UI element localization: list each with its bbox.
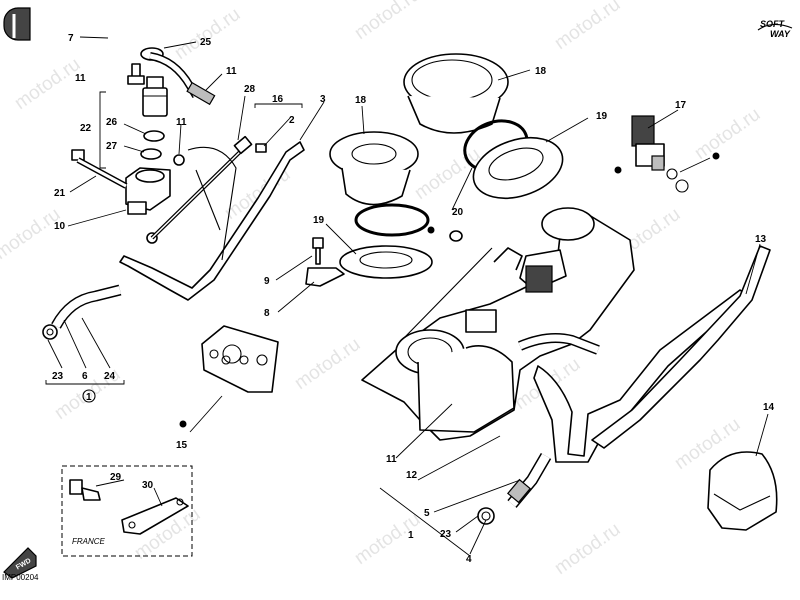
callout-19: 19 xyxy=(313,215,325,226)
callout-18: 18 xyxy=(355,95,367,106)
callout-7: 7 xyxy=(68,33,74,44)
callout-6: 6 xyxy=(82,371,88,382)
note-bullet xyxy=(712,152,720,160)
watermark: motod.ru xyxy=(11,54,84,114)
lower-frame xyxy=(533,289,749,463)
callout-24: 24 xyxy=(104,371,116,382)
callout-27: 27 xyxy=(106,141,118,152)
callout-25: 25 xyxy=(200,37,212,48)
watermark: motod.ru xyxy=(551,0,624,54)
watermark: motod.ru xyxy=(691,104,764,164)
callout-21: 21 xyxy=(54,188,66,199)
callout-28: 28 xyxy=(244,84,256,95)
drawing-code: IMP00204 xyxy=(2,573,39,582)
leader-lines xyxy=(47,36,769,555)
callout-17: 17 xyxy=(675,100,687,111)
callout-14: 14 xyxy=(763,402,775,413)
france-variant-box: FRANCE xyxy=(61,465,193,557)
callout-23: 23 xyxy=(52,371,64,382)
injector-17 xyxy=(631,115,689,193)
callout-13: 13 xyxy=(755,234,767,245)
callout-2: 2 xyxy=(289,115,295,126)
sensor-unit xyxy=(71,149,171,215)
intake-funnel-right xyxy=(403,53,509,134)
watermark: motod.ru xyxy=(351,0,424,44)
forward-badge: FWD xyxy=(3,547,37,579)
callout-23: 23 xyxy=(440,529,452,540)
watermark: motod.ru xyxy=(0,204,64,264)
callout-30: 30 xyxy=(142,480,154,491)
callout-19: 19 xyxy=(596,111,608,122)
group-brackets: 1 xyxy=(45,91,471,557)
callout-18: 18 xyxy=(535,66,547,77)
frame-member-13 xyxy=(591,245,771,449)
callout-22: 22 xyxy=(80,123,92,134)
note-bullet xyxy=(614,166,622,174)
callout-20: 20 xyxy=(452,207,464,218)
note-bullet xyxy=(179,420,187,428)
callout-16: 16 xyxy=(272,94,284,105)
support-bracket xyxy=(119,141,305,301)
callout-1: 1 xyxy=(408,530,414,541)
corner-mark xyxy=(3,7,31,41)
pipe-5 xyxy=(477,452,552,525)
note-bullets xyxy=(179,152,720,428)
callout-9: 9 xyxy=(264,276,270,287)
screw-and-clip xyxy=(305,237,345,287)
note-circle xyxy=(82,389,96,403)
breather-hose-group xyxy=(105,20,216,106)
logo-line-2: WAY xyxy=(770,29,791,39)
gaskets-19 xyxy=(339,137,564,279)
softway-logo: SOFT WAY xyxy=(757,19,793,39)
note-bullet xyxy=(427,226,435,234)
throttle-body xyxy=(361,207,635,441)
valve-assembly xyxy=(140,76,168,160)
callout-26: 26 xyxy=(106,117,118,128)
callout-10: 10 xyxy=(54,221,66,232)
note-circle-label: 1 xyxy=(86,392,92,403)
hose-24 xyxy=(42,284,122,340)
cover-14 xyxy=(707,451,778,531)
throttle-rod xyxy=(146,135,267,244)
callout-labels: 7 25 11 11 22 26 27 11 28 16 2 3 21 10 1… xyxy=(52,33,775,565)
callout-11: 11 xyxy=(75,73,86,84)
callout-8: 8 xyxy=(264,308,270,319)
callout-5: 5 xyxy=(424,508,430,519)
callout-12: 12 xyxy=(406,470,418,481)
callout-4: 4 xyxy=(466,554,472,565)
gasket-plate-15 xyxy=(201,325,279,393)
callout-29: 29 xyxy=(110,472,122,483)
callout-11: 11 xyxy=(226,66,237,77)
callout-3: 3 xyxy=(320,94,326,105)
watermark: motod.ru xyxy=(171,4,244,64)
watermark: motod.ru xyxy=(291,334,364,394)
callout-11: 11 xyxy=(386,454,397,465)
watermark: motod.ru xyxy=(551,519,624,579)
intake-funnel-left xyxy=(329,131,419,206)
france-label: FRANCE xyxy=(72,537,106,546)
callout-11: 11 xyxy=(176,117,187,128)
callout-15: 15 xyxy=(176,440,188,451)
